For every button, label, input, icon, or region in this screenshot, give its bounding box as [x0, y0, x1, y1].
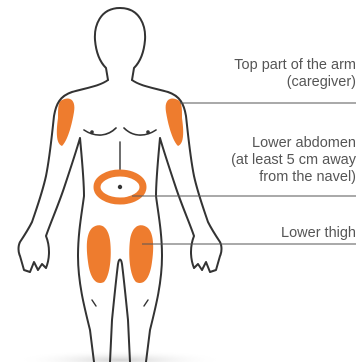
head-outline — [95, 8, 145, 80]
navel — [118, 185, 122, 189]
nipple-left — [90, 130, 94, 134]
label-arm: Top part of the arm (caregiver) — [234, 57, 356, 91]
injection-site-arm-right — [166, 99, 184, 147]
injection-site-thigh-left — [87, 225, 111, 283]
label-abdomen-line-3: from the navel) — [231, 169, 356, 186]
label-arm-line-2: (caregiver) — [234, 74, 356, 91]
chest-lines — [84, 128, 156, 135]
label-arm-line-1: Top part of the arm — [234, 57, 356, 74]
label-abdomen: Lower abdomen (at least 5 cm away from t… — [231, 135, 356, 186]
label-abdomen-line-2: (at least 5 cm away — [231, 152, 356, 169]
label-abdomen-line-1: Lower abdomen — [231, 135, 356, 152]
knee-lines — [92, 300, 148, 306]
injection-site-thigh-right — [129, 225, 153, 283]
injection-site-arm-left — [57, 99, 75, 147]
nipple-right — [146, 130, 150, 134]
floor-shadow — [15, 350, 225, 362]
label-thigh: Lower thigh — [281, 225, 356, 242]
inner-legs — [110, 260, 130, 362]
label-thigh-line-1: Lower thigh — [281, 225, 356, 242]
silhouette — [19, 80, 222, 362]
